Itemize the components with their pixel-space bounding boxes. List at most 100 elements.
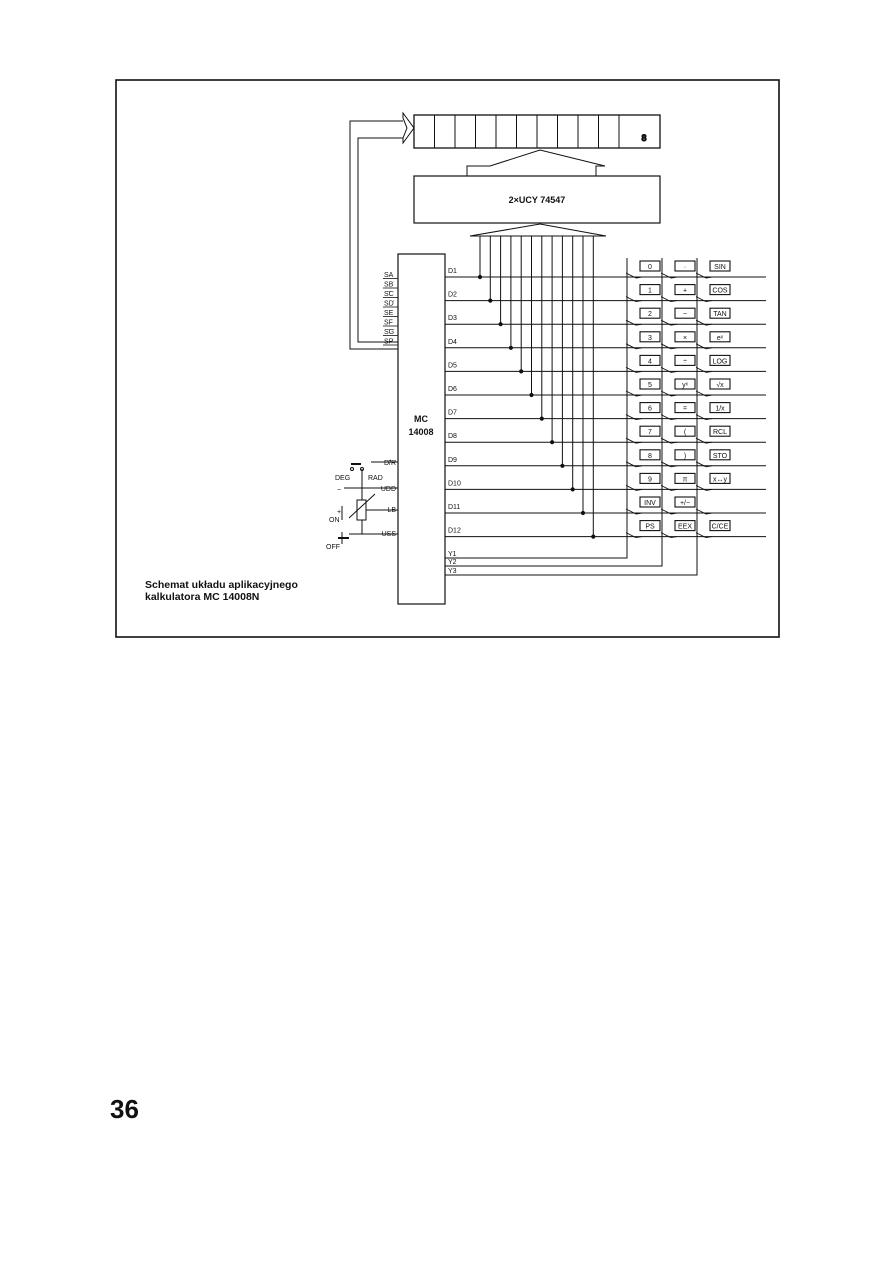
switch-label-deg: DEG	[335, 475, 350, 482]
key-contact	[660, 319, 672, 326]
y2-line	[445, 258, 663, 567]
digit-pin-label: D5	[448, 362, 457, 369]
key-label: √x	[716, 381, 724, 389]
key-contact	[670, 418, 678, 421]
y1-line	[445, 258, 628, 559]
switch-label-minus: −	[337, 487, 341, 494]
key-box	[674, 284, 696, 296]
key-contact	[635, 276, 643, 279]
key-box	[674, 449, 696, 461]
key-contact	[625, 319, 637, 326]
key-contact	[670, 347, 678, 350]
key-label: COS	[712, 288, 728, 295]
digit-pin-label: D9	[448, 457, 457, 464]
key-contact	[705, 394, 713, 397]
key-label: STO	[713, 453, 728, 460]
key-contact	[695, 272, 707, 279]
column-pin-label: Y3	[448, 568, 457, 575]
key-contact	[705, 465, 713, 468]
key-contact	[635, 323, 643, 326]
chip-mc14008	[397, 253, 446, 605]
key-box	[639, 520, 661, 532]
digit-pin-label: D12	[448, 528, 461, 535]
key-contact	[705, 536, 713, 539]
junction-dot	[570, 487, 575, 492]
key-contact	[660, 272, 672, 279]
key-box	[674, 331, 696, 343]
key-contact	[670, 323, 678, 326]
key-contact	[670, 300, 678, 303]
key-contact	[660, 484, 672, 491]
key-contact	[705, 370, 713, 373]
segment-pin-label: SA	[384, 272, 394, 279]
key-label: ·	[684, 264, 686, 271]
key-contact	[660, 343, 672, 350]
key-label: PS	[645, 524, 655, 531]
control-pin-label: USS	[382, 531, 397, 538]
key-contact	[705, 441, 713, 444]
key-contact	[695, 461, 707, 468]
key-label: 5	[648, 382, 652, 389]
chip-label-line2: 14008	[408, 427, 433, 437]
key-contact	[695, 343, 707, 350]
caption-line-1: Schemat układu aplikacyjnego	[145, 579, 298, 591]
key-box	[709, 520, 731, 532]
segment-pin-label: SB	[384, 282, 394, 289]
key-contact	[670, 512, 678, 515]
segment-pin-label: SC	[384, 291, 394, 298]
digit-pin-label: D4	[448, 339, 457, 346]
junction-dot	[477, 274, 483, 280]
key-box	[639, 449, 661, 461]
key-contact	[660, 461, 672, 468]
key-box	[709, 284, 731, 296]
key-contact	[660, 366, 672, 373]
key-contact	[670, 488, 678, 491]
segment-bus-inner	[357, 137, 403, 343]
key-contact	[670, 441, 678, 444]
key-contact	[635, 512, 643, 515]
key-contact	[625, 366, 637, 373]
key-label: 1	[648, 288, 652, 295]
junction-dot	[580, 510, 586, 516]
key-contact	[695, 414, 707, 421]
segment-pin-label: SD	[384, 301, 394, 308]
figure-caption: Schemat układu aplikacyjnego kalkulatora…	[145, 579, 298, 603]
key-label: =	[683, 406, 687, 413]
junction-dot	[591, 534, 596, 539]
key-label: +	[683, 288, 687, 295]
segment-pin-label: SG	[384, 329, 394, 336]
key-contact	[635, 536, 643, 539]
key-box	[674, 260, 696, 272]
key-contact	[670, 465, 678, 468]
key-contact	[695, 366, 707, 373]
key-box	[709, 307, 731, 319]
key-label: ÷	[683, 358, 687, 365]
digit-pin-label: D2	[448, 292, 457, 299]
key-label: +/−	[680, 500, 690, 507]
key-box	[709, 449, 731, 461]
key-label: π	[683, 476, 688, 483]
key-box	[639, 425, 661, 437]
key-box	[674, 472, 696, 484]
key-contact	[660, 437, 672, 444]
key-box	[709, 378, 731, 390]
key-label: 7	[648, 429, 652, 436]
digit-pin-label: D7	[448, 410, 457, 417]
segment-pin-label: SE	[384, 310, 394, 317]
key-box	[639, 378, 661, 390]
key-contact	[635, 441, 643, 444]
key-box	[639, 284, 661, 296]
column-pin-label: Y1	[448, 551, 457, 558]
key-box	[639, 260, 661, 272]
key-box	[639, 402, 661, 414]
key-box	[674, 402, 696, 414]
digit-pin-label: D6	[448, 386, 457, 393]
key-box	[639, 331, 661, 343]
key-contact	[695, 484, 707, 491]
junction-dot	[508, 345, 513, 350]
key-contact	[705, 488, 713, 491]
key-contact	[635, 300, 643, 303]
key-label: LOG	[713, 358, 728, 365]
display-digit-glyph: 8	[641, 133, 646, 143]
